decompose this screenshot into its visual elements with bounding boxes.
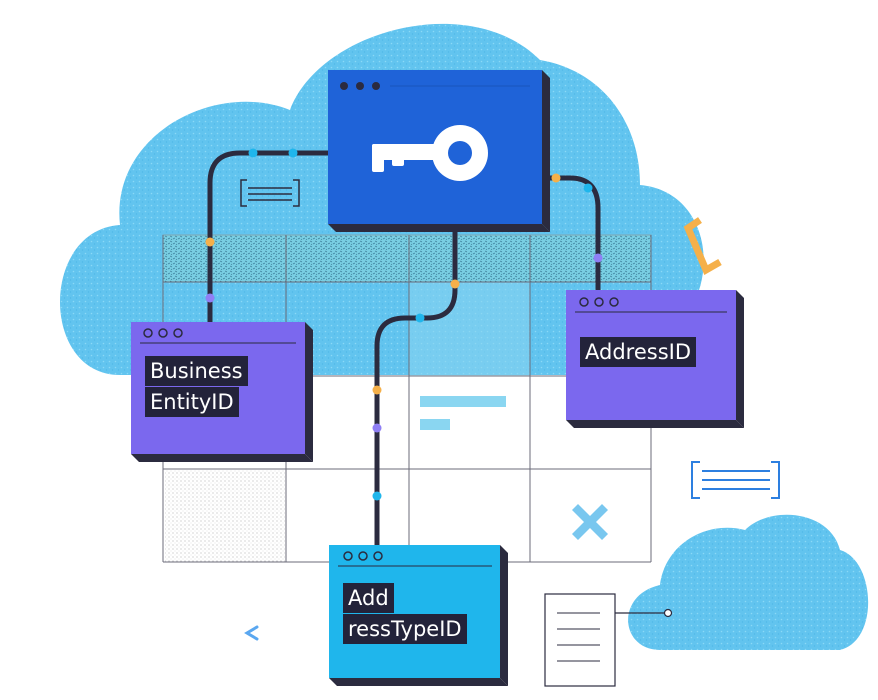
connector-dot <box>583 183 593 193</box>
connector-dot <box>450 279 460 289</box>
window-dot-icon <box>373 551 383 561</box>
text-block-icon-right <box>691 461 780 499</box>
chevron-left-icon <box>244 625 259 641</box>
address-label: AddressID <box>580 337 696 367</box>
address-type-label-line2: ressTypeID <box>343 614 467 644</box>
window-dot-icon <box>609 297 619 307</box>
close-x-icon <box>572 504 608 540</box>
connector-dot <box>372 385 382 395</box>
window-dot-icon <box>358 551 368 561</box>
connector-dot <box>248 148 258 158</box>
business-entity-label-line1: Business <box>145 356 248 386</box>
window-dot-icon <box>173 328 183 338</box>
connector-dot <box>205 237 215 247</box>
window-dot-icon <box>143 328 153 338</box>
window-dot-icon <box>579 297 589 307</box>
window-dot-icon <box>158 328 168 338</box>
bracket-icon <box>683 217 722 275</box>
window-dot-icon <box>372 82 380 90</box>
connector-dot <box>551 173 561 183</box>
text-block-icon <box>240 179 300 207</box>
connector-dot <box>372 491 382 501</box>
connector-dot <box>593 253 603 263</box>
connector-dot <box>288 148 298 158</box>
window-dot-icon <box>356 82 364 90</box>
business-entity-label-line2: EntityID <box>145 387 239 417</box>
cloud-shape-small <box>628 514 869 650</box>
document-icon <box>544 593 673 687</box>
connector-business-entity <box>207 150 331 325</box>
key-window <box>328 70 550 232</box>
address-type-label-line1: Add <box>343 583 394 613</box>
window-dot-icon <box>340 82 348 90</box>
window-dot-icon <box>343 551 353 561</box>
connector-dots <box>205 148 603 501</box>
connector-dot <box>372 423 382 433</box>
connector-dot <box>415 313 425 323</box>
connector-dot <box>205 293 215 303</box>
window-dot-icon <box>594 297 604 307</box>
key-icon <box>372 125 488 181</box>
